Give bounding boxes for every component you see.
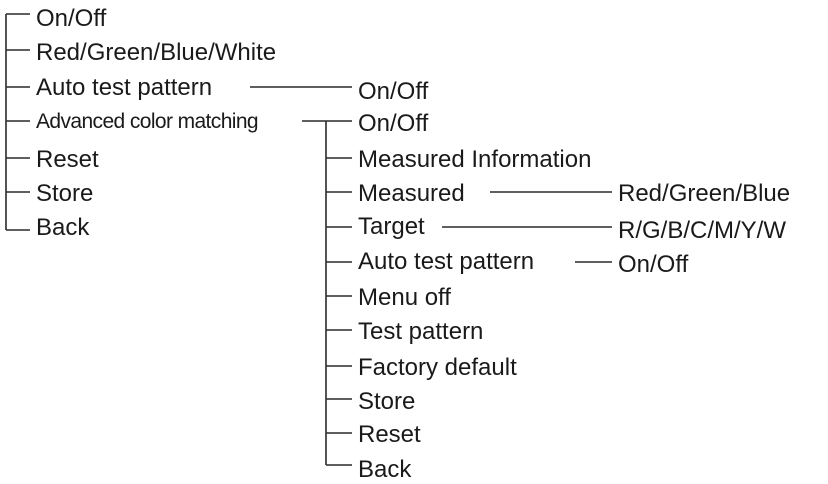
sub-item-menu-off: Menu off [358, 284, 451, 311]
sub-item-measured-information: Measured Information [358, 146, 592, 173]
sub-item-auto-test-pattern: Auto test pattern [358, 248, 535, 275]
menu-item-reset: Reset [36, 146, 99, 173]
sub-item-store: Store [358, 388, 416, 415]
sub-item-target: Target [358, 213, 425, 240]
measured-option: Red/Green/Blue [618, 180, 791, 207]
advanced-color-matching-option: On/Off [358, 110, 429, 137]
sub-item-reset: Reset [358, 421, 421, 448]
menu-item-auto-test-pattern: Auto test pattern [36, 74, 213, 101]
auto-test-pattern-sub-option: On/Off [618, 251, 689, 278]
menu-item-store: Store [36, 180, 94, 207]
sub-item-measured: Measured [358, 180, 465, 207]
sub-item-back: Back [358, 456, 412, 483]
menu-item-advanced-color-matching: Advanced color matching [36, 110, 259, 133]
menu-item-red-green-blue-white: Red/Green/Blue/White [36, 39, 277, 66]
sub-item-factory-default: Factory default [358, 354, 517, 381]
menu-item-back: Back [36, 214, 90, 241]
auto-test-pattern-option: On/Off [358, 78, 429, 105]
target-option: R/G/B/C/M/Y/W [618, 217, 786, 244]
sub-item-test-pattern: Test pattern [358, 318, 484, 345]
menu-item-on-off: On/Off [36, 5, 107, 32]
